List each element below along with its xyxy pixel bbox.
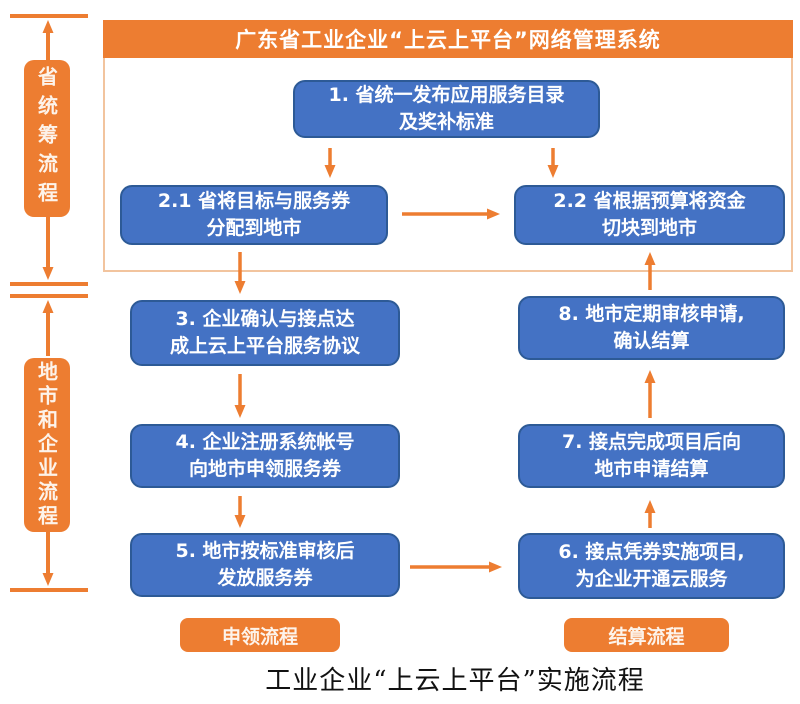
tag-settle-process: 结算流程 [564,618,729,652]
rail-label-city-enterprise-process: 地市和企业流程 [24,358,70,532]
step-5-review-issue: 5. 地市按标准审核后 发放服务券 [130,533,400,597]
step-3-service-agreement: 3. 企业确认与接点达 成上云上平台服务协议 [130,300,400,366]
step-8-review-settlement: 8. 地市定期审核申请, 确认结算 [518,296,785,360]
step-4-register-apply: 4. 企业注册系统帐号 向地市申领服务券 [130,424,400,488]
system-title-banner: 广东省工业企业“上云上平台”网络管理系统 [103,20,793,58]
step-6-implement-project: 6. 接点凭券实施项目, 为企业开通云服务 [518,533,785,599]
step-7-request-settlement: 7. 接点完成项目后向 地市申请结算 [518,424,785,488]
step-2-2-allocate-funds: 2.2 省根据预算将资金 切块到地市 [514,185,785,245]
step-1-publish-catalog: 1. 省统一发布应用服务目录 及奖补标准 [293,80,600,138]
tag-apply-process: 申领流程 [180,618,340,652]
diagram-caption: 工业企业“上云上平台”实施流程 [265,666,645,696]
rail-label-province-process: 省统筹流程 [24,60,70,217]
step-2-1-allocate-vouchers: 2.1 省将目标与服务券 分配到地市 [120,185,388,245]
